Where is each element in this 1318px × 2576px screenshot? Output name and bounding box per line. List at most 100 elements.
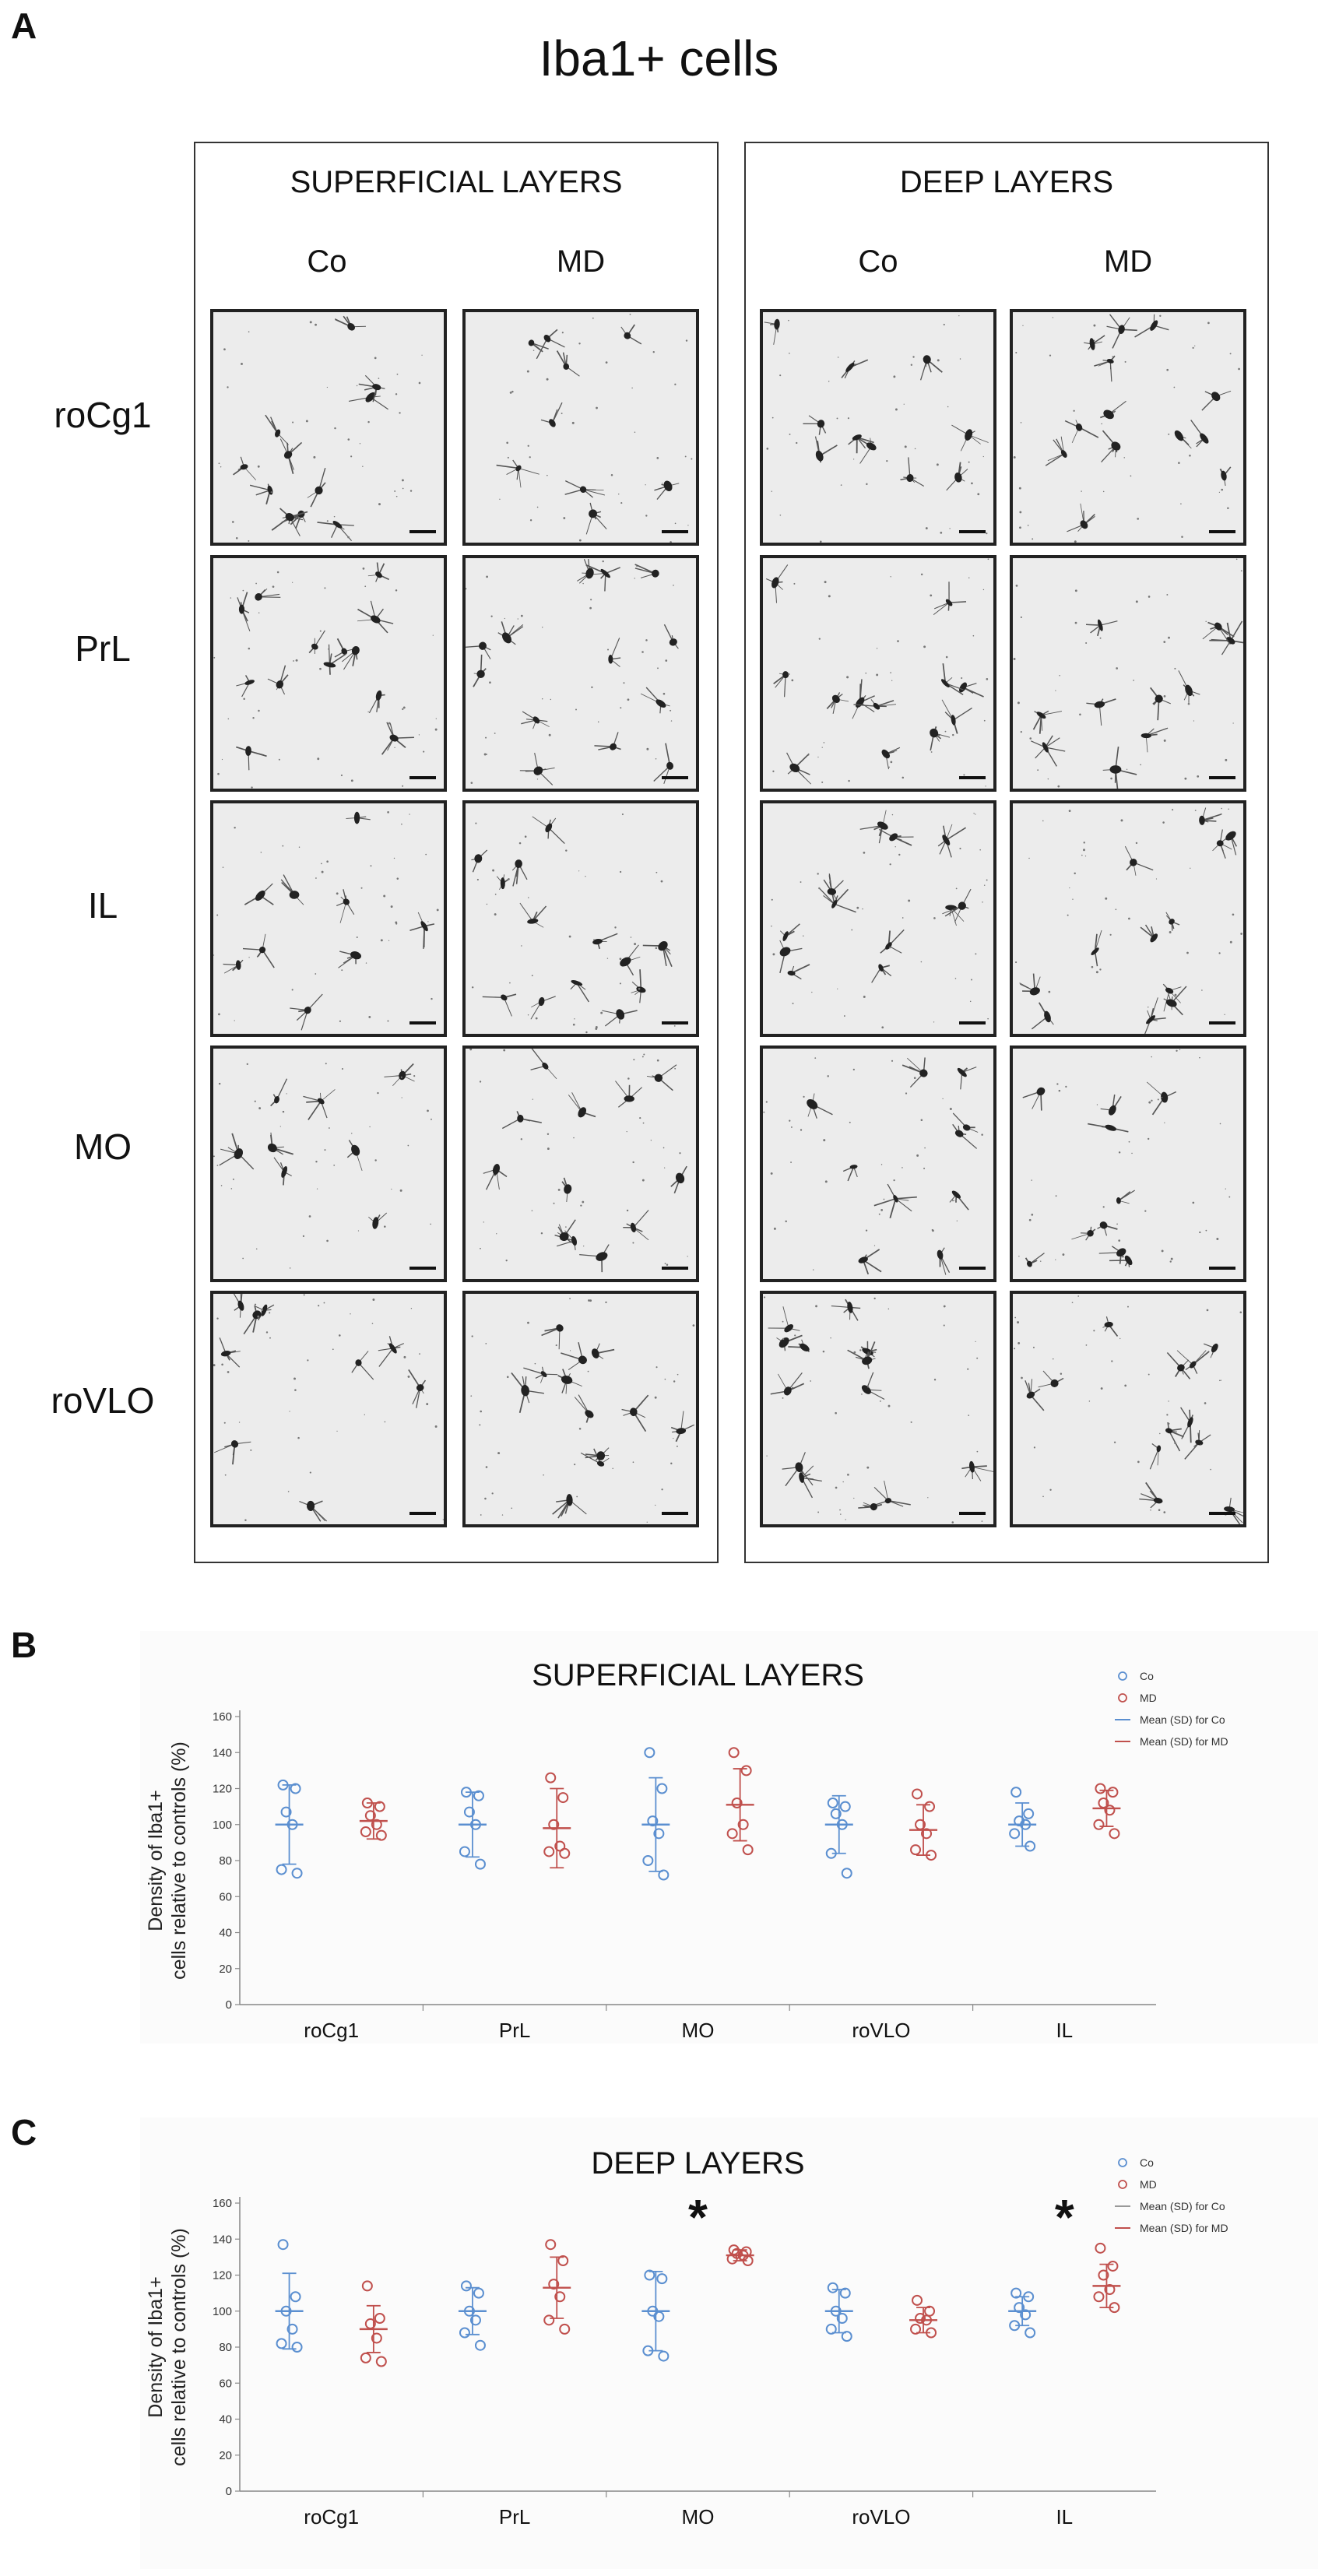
- data-point-co-prl: [460, 2280, 472, 2292]
- category-label-rovlo: roVLO: [852, 2505, 910, 2529]
- data-point-co-rovlo: [841, 1868, 852, 1879]
- data-point-md-prl: [548, 2279, 560, 2290]
- data-point-co-mo: [644, 2269, 655, 2281]
- microglia-cells: [213, 810, 439, 1031]
- data-point-co-mo: [656, 2273, 668, 2285]
- scale-bar: [409, 1021, 436, 1024]
- data-point-md-rocg1: [361, 2280, 373, 2292]
- data-point-md-rovlo: [910, 1844, 922, 1856]
- scale-bar: [662, 1512, 688, 1515]
- microglia-cells: [771, 810, 989, 1029]
- microglia-cells: [466, 558, 679, 785]
- scale-bar: [959, 530, 986, 533]
- micrograph-rovlo-md-superficial: [462, 1291, 699, 1527]
- row-label-rocg1: roCg1: [54, 395, 152, 435]
- column-label-co-deep: Co: [858, 244, 898, 279]
- y-tick-label: 0: [226, 1998, 232, 2012]
- data-point-co-il: [1023, 1808, 1035, 1819]
- legend-entry: Co: [1140, 2156, 1154, 2169]
- micrograph-prl-co-deep: [760, 555, 996, 792]
- micrograph-mo-md-superficial: [462, 1046, 699, 1282]
- data-point-md-il: [1104, 2284, 1116, 2295]
- data-point-md-mo: [731, 1798, 743, 1808]
- data-point-md-rocg1: [375, 2356, 387, 2367]
- data-point-co-rocg1: [280, 1806, 292, 1818]
- microglia-cells: [213, 1063, 432, 1269]
- data-point-co-il: [1010, 2287, 1022, 2299]
- data-point-co-rocg1: [286, 2323, 298, 2335]
- data-point-md-il: [1107, 2260, 1119, 2272]
- legend-entry: MD: [1140, 1692, 1157, 1704]
- data-point-md-rocg1: [371, 1819, 382, 1830]
- data-point-co-mo: [644, 1747, 655, 1759]
- legend-entry: Mean (SD) for Co: [1140, 2200, 1225, 2212]
- row-label-rovlo: roVLO: [51, 1380, 155, 1421]
- data-point-md-il: [1095, 2242, 1106, 2254]
- micrograph-rocg1-co-superficial: [210, 309, 447, 546]
- data-point-co-rocg1: [276, 2338, 287, 2349]
- y-axis-label: Density of Iba1+cells relative to contro…: [145, 1741, 190, 1980]
- micrograph-rovlo-co-deep: [760, 1291, 996, 1527]
- data-point-co-prl: [459, 1846, 470, 1857]
- data-point-md-prl: [559, 2323, 571, 2335]
- y-tick-label: 120: [213, 2269, 232, 2283]
- data-point-co-mo: [647, 1815, 659, 1827]
- micrograph-rovlo-md-deep: [1010, 1291, 1246, 1527]
- scale-bar: [409, 776, 436, 779]
- micrograph-il-md-superficial: [462, 800, 699, 1037]
- data-point-co-rocg1: [291, 1868, 303, 1879]
- data-point-md-rovlo: [924, 1801, 936, 1812]
- data-point-co-il: [1014, 2302, 1025, 2314]
- data-point-md-prl: [543, 2314, 555, 2326]
- y-tick-label: 140: [213, 1746, 232, 1759]
- data-point-co-mo: [658, 1869, 670, 1881]
- significance-marker-il: *: [1055, 2189, 1074, 2245]
- scale-bar: [662, 1267, 688, 1270]
- data-point-co-rocg1: [276, 1864, 287, 1875]
- data-point-md-mo: [726, 2253, 738, 2265]
- microglia-cells: [213, 1294, 444, 1522]
- microglia-cells: [471, 814, 676, 1034]
- chart-title-superficial-layers: SUPERFICIAL LAYERS: [532, 1658, 864, 1692]
- micrograph-rocg1-co-deep: [760, 309, 996, 546]
- microglia-cells: [763, 1057, 983, 1275]
- category-label-il: IL: [1056, 2019, 1073, 2042]
- data-point-md-il: [1095, 1783, 1106, 1794]
- legend-marker: [1118, 2158, 1127, 2167]
- superficial-layers-box: [194, 142, 719, 1563]
- y-tick-label: 80: [219, 2341, 232, 2354]
- micrograph-il-md-deep: [1010, 800, 1246, 1037]
- data-point-md-prl: [548, 1819, 560, 1830]
- data-point-md-il: [1109, 1828, 1120, 1840]
- category-label-rocg1: roCg1: [304, 2019, 359, 2042]
- data-point-co-prl: [463, 1806, 475, 1818]
- data-point-md-il: [1093, 1819, 1105, 1830]
- data-point-md-prl: [554, 2291, 566, 2303]
- scale-bar: [959, 1021, 986, 1024]
- y-tick-label: 20: [219, 1963, 232, 1976]
- row-label-prl: PrL: [75, 628, 131, 669]
- legend-marker: [1118, 1671, 1127, 1681]
- data-point-md-rocg1: [360, 1826, 371, 1837]
- micrograph-il-co-deep: [760, 800, 996, 1037]
- y-tick-label: 0: [226, 2485, 232, 2498]
- chart-title-deep-layers: DEEP LAYERS: [591, 2146, 804, 2181]
- data-point-md-rovlo: [915, 2313, 926, 2324]
- data-point-co-prl: [469, 2314, 481, 2326]
- scale-bar: [1209, 1512, 1235, 1515]
- micrograph-rocg1-md-superficial: [462, 309, 699, 546]
- data-point-md-rocg1: [371, 2332, 382, 2344]
- y-tick-label: 20: [219, 2449, 232, 2462]
- scale-bar: [409, 530, 436, 533]
- microglia-cells: [469, 1049, 688, 1273]
- category-label-il: IL: [1056, 2505, 1073, 2529]
- data-point-co-rocg1: [290, 2291, 301, 2303]
- chart-superficial-svg: SUPERFICIAL LAYERS Density of Iba1+cells …: [145, 1658, 1228, 2042]
- data-point-md-rocg1: [360, 2352, 371, 2363]
- micrograph-rocg1-md-deep: [1010, 309, 1246, 546]
- y-tick-label: 120: [213, 1783, 232, 1796]
- data-point-co-prl: [474, 2339, 486, 2351]
- microglia-cells: [764, 315, 989, 543]
- scale-bar: [959, 1267, 986, 1270]
